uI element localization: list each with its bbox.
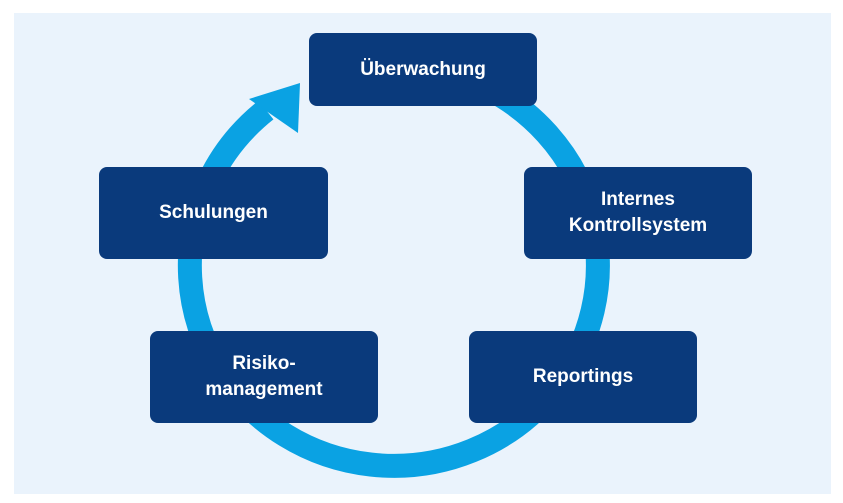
step-risikomanagement: Risiko- management <box>150 331 378 423</box>
step-label: Risiko- management <box>205 353 323 400</box>
step-label: Schulungen <box>159 202 268 223</box>
step-reportings: Reportings <box>469 331 697 423</box>
step-internes-kontrollsystem: Internes Kontrollsystem <box>524 167 752 259</box>
step-label: Überwachung <box>360 58 486 80</box>
step-ueberwachung: Überwachung <box>309 33 537 106</box>
cycle-ring <box>177 53 610 478</box>
step-schulungen: Schulungen <box>99 167 328 259</box>
step-label: Internes Kontrollsystem <box>568 189 708 236</box>
step-label: Reportings <box>532 366 634 387</box>
cycle-arrowhead <box>249 83 300 133</box>
